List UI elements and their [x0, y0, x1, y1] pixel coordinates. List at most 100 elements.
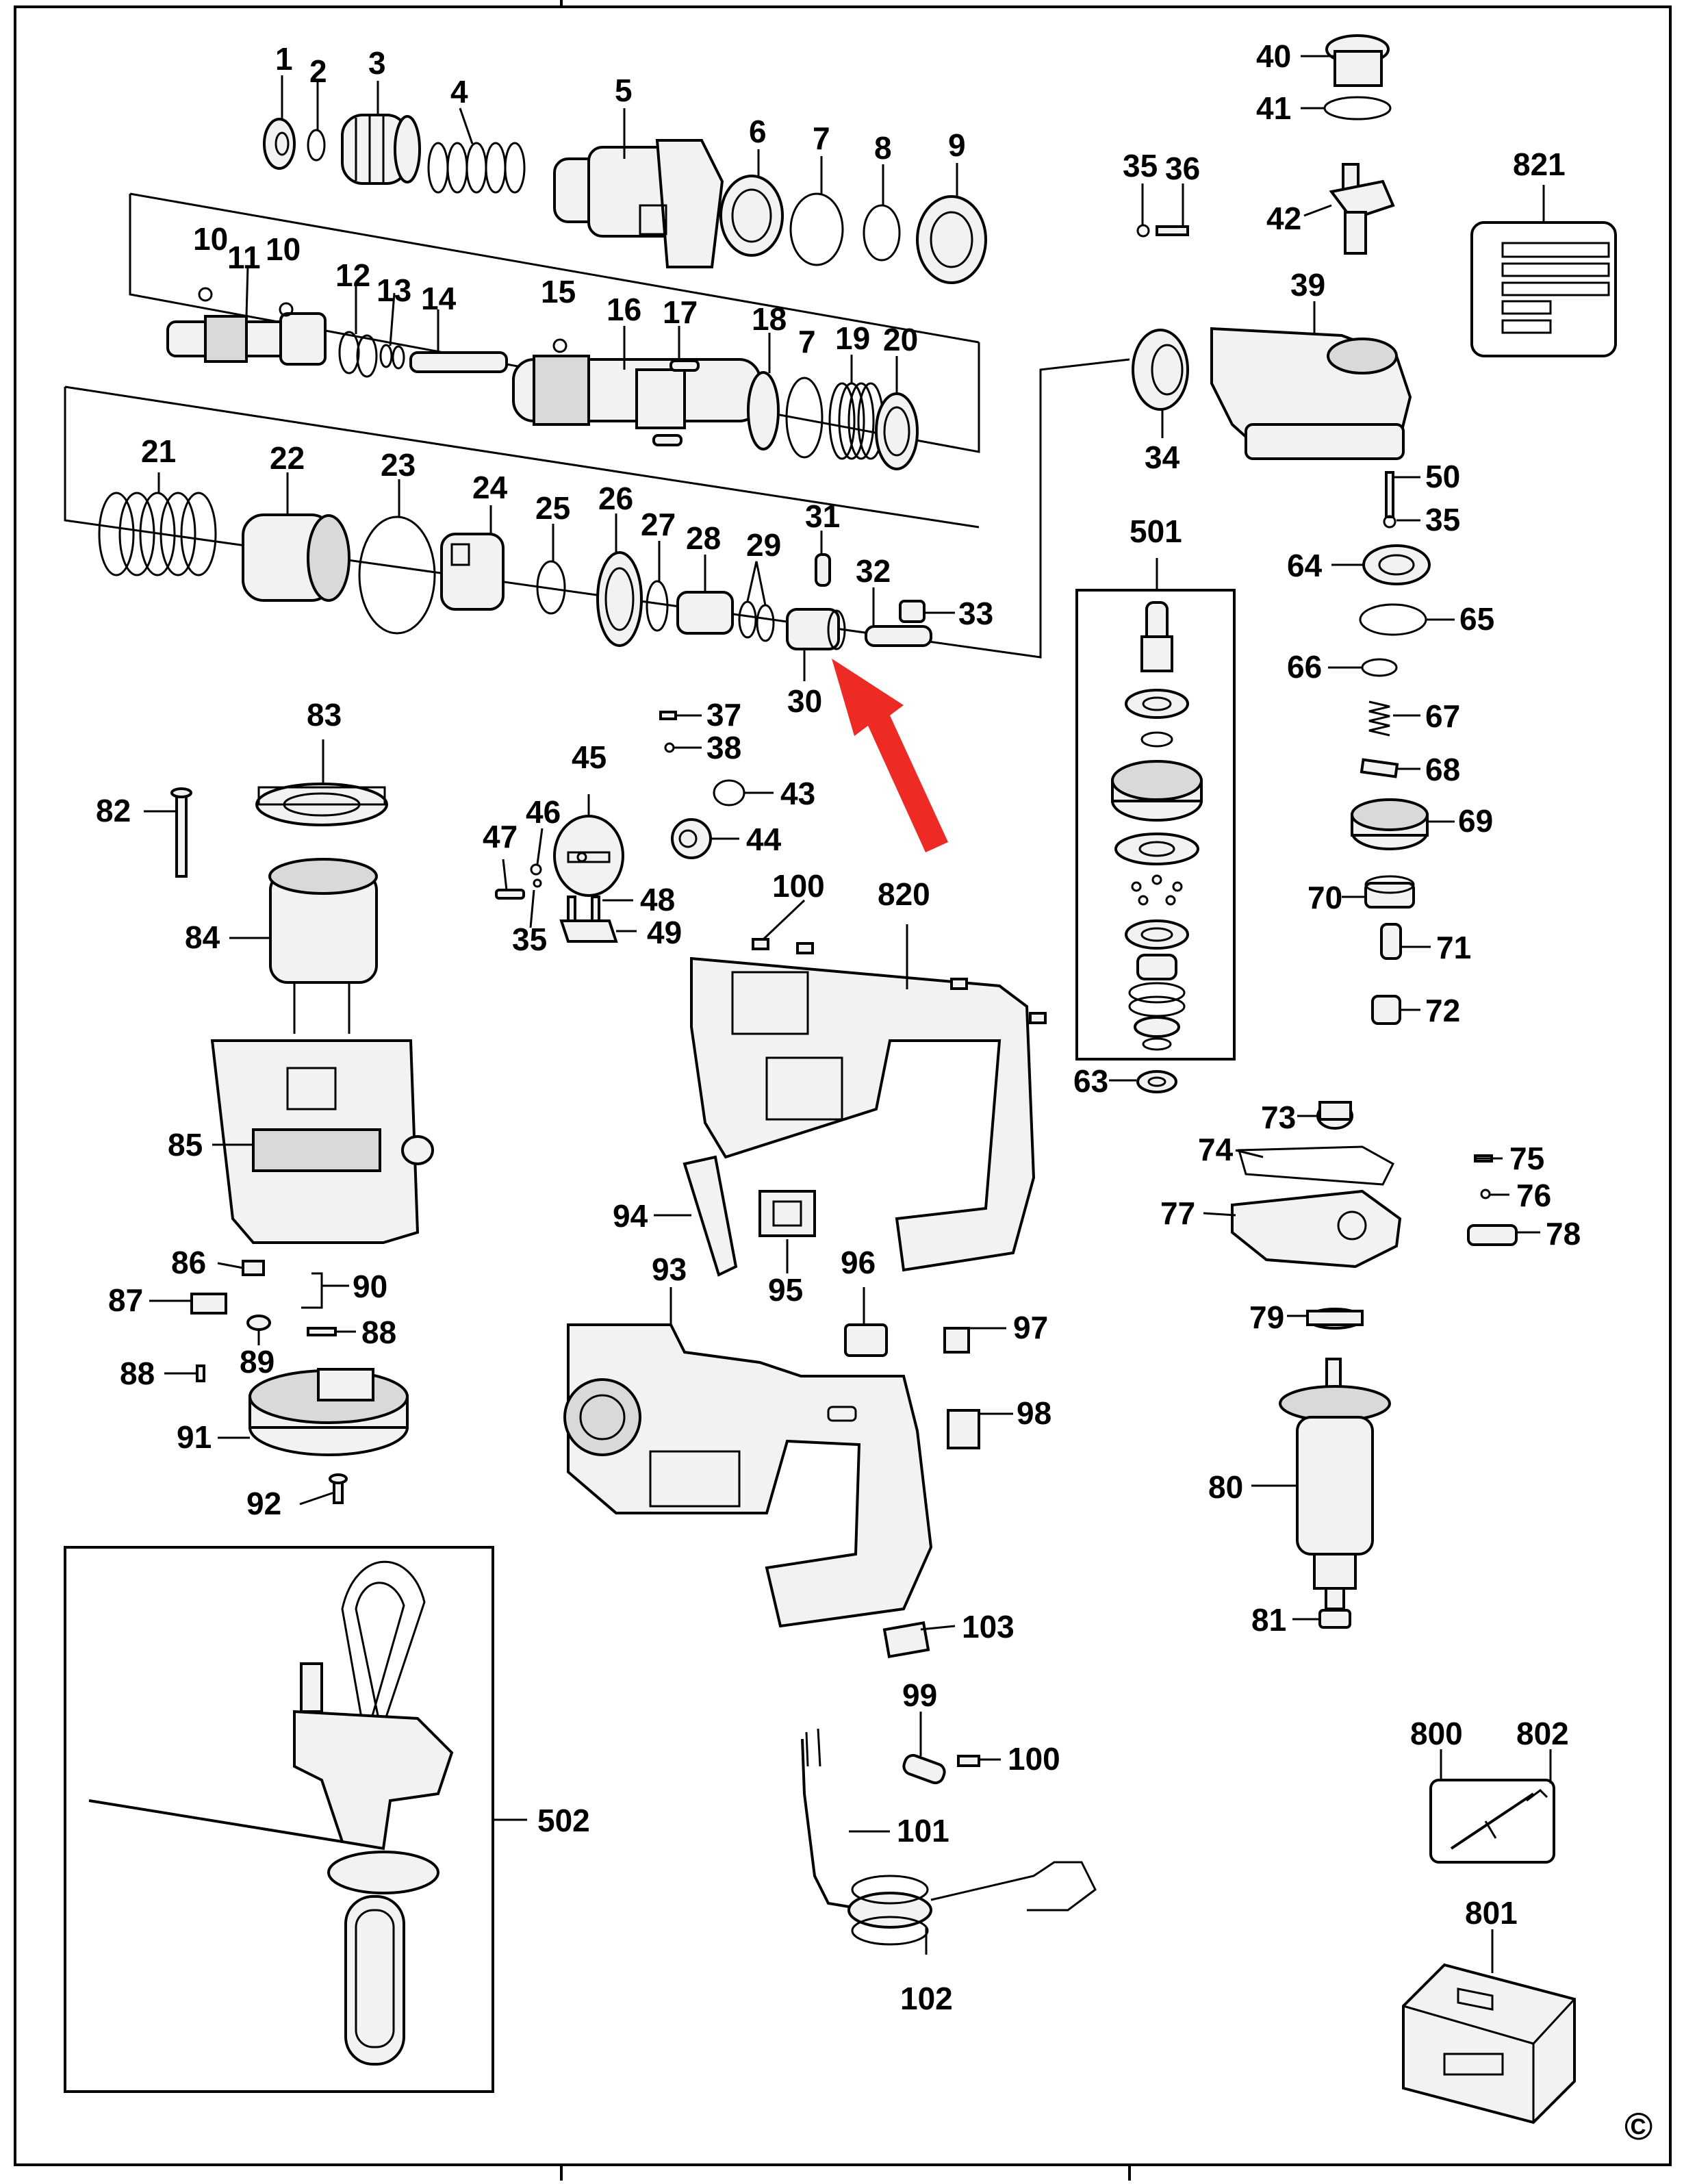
label-part-14: 14: [421, 281, 457, 316]
part-28-drawing: [676, 591, 734, 635]
part-7b-drawing: [785, 377, 824, 459]
part-14-drawing: [409, 351, 508, 373]
label-part-69: 69: [1458, 803, 1493, 839]
label-part-94: 94: [613, 1198, 648, 1234]
part-81-drawing: [1318, 1609, 1351, 1629]
part-92-drawing: [329, 1473, 348, 1504]
label-part-26: 26: [598, 481, 633, 516]
part-22-drawing: [242, 513, 350, 602]
label-part-39: 39: [1290, 267, 1325, 303]
label-part-87: 87: [108, 1282, 143, 1318]
label-part-24: 24: [472, 470, 508, 505]
label-part-22: 22: [270, 440, 305, 476]
part-23-drawing: [358, 516, 436, 635]
label-part-36: 36: [1165, 151, 1200, 186]
label-part-34: 34: [1145, 440, 1180, 475]
label-part-84: 84: [185, 919, 220, 955]
label-part-19: 19: [835, 320, 870, 356]
part-78-drawing: [1467, 1224, 1518, 1246]
part-89-drawing: [246, 1315, 271, 1331]
part-88b-drawing: [196, 1364, 205, 1382]
label-part-37: 37: [706, 697, 741, 733]
label-part-35b: 35: [1425, 502, 1460, 537]
part-45-drawing: [553, 815, 624, 897]
label-part-65: 65: [1459, 601, 1494, 637]
part-49-drawing: [559, 919, 618, 943]
label-part-64: 64: [1287, 548, 1323, 583]
part-34-drawing: [1132, 329, 1189, 411]
part-84-drawing: [268, 858, 378, 1034]
label-part-50: 50: [1425, 459, 1460, 494]
part-5-drawing: [553, 139, 724, 268]
label-part-103: 103: [962, 1609, 1015, 1645]
label-part-85: 85: [168, 1127, 203, 1163]
label-part-80: 80: [1208, 1469, 1243, 1505]
label-part-2: 2: [309, 53, 327, 89]
label-part-88b: 88: [120, 1356, 155, 1391]
part-64-drawing: [1362, 544, 1431, 585]
label-part-48: 48: [640, 882, 675, 917]
label-part-30: 30: [787, 683, 822, 719]
part-502-drawing: [64, 1546, 494, 2093]
label-part-96: 96: [841, 1245, 876, 1280]
part-44-drawing: [671, 818, 712, 859]
label-part-63: 63: [1073, 1063, 1108, 1099]
label-part-800: 800: [1410, 1716, 1463, 1751]
part-35-36-drawing: [1136, 224, 1189, 238]
part-95-drawing: [758, 1190, 816, 1237]
part-7-drawing: [789, 192, 844, 266]
label-part-16: 16: [607, 292, 641, 327]
part-43-drawing: [713, 779, 745, 807]
label-part-5: 5: [615, 73, 633, 108]
label-part-29: 29: [746, 527, 781, 563]
part-71-drawing: [1380, 923, 1402, 960]
label-part-42: 42: [1266, 201, 1301, 236]
part-13-drawing: [379, 344, 405, 370]
part-15-16-drawing: [512, 338, 761, 446]
part-37-drawing: [659, 711, 677, 720]
label-part-90: 90: [353, 1269, 387, 1304]
label-part-10: 10: [193, 221, 228, 257]
label-part-66: 66: [1287, 649, 1322, 685]
label-part-501: 501: [1130, 513, 1182, 549]
part-42-drawing: [1329, 163, 1395, 255]
part-86-drawing: [242, 1260, 265, 1276]
label-part-102: 102: [900, 1981, 953, 2016]
label-part-801: 801: [1465, 1895, 1518, 1931]
part-801-drawing: [1402, 1963, 1576, 2124]
part-67-drawing: [1368, 700, 1390, 737]
part-20-drawing: [875, 392, 919, 470]
part-93-drawing: [563, 1323, 933, 1628]
label-part-98: 98: [1017, 1395, 1051, 1431]
part-21-drawing: [98, 492, 217, 576]
label-part-1: 1: [275, 41, 293, 77]
label-part-4: 4: [450, 74, 468, 110]
part-70-drawing: [1364, 875, 1415, 909]
label-part-47: 47: [483, 819, 518, 854]
label-part-18: 18: [752, 301, 787, 337]
part-82-drawing: [170, 787, 192, 878]
part-94-drawing: [682, 1155, 738, 1277]
part-99-drawing: [902, 1753, 946, 1785]
label-part-82: 82: [96, 793, 131, 828]
label-part-821: 821: [1513, 147, 1566, 182]
part-35b-drawing: [1383, 515, 1396, 529]
part-821-drawing: [1470, 221, 1617, 357]
part-30-drawing: [786, 608, 846, 650]
label-part-75: 75: [1509, 1141, 1544, 1176]
label-part-44: 44: [746, 822, 782, 857]
part-2-drawing: [307, 129, 326, 162]
label-part-15: 15: [541, 274, 576, 309]
label-part-23: 23: [381, 447, 416, 483]
part-8-drawing: [863, 204, 901, 262]
label-part-45: 45: [572, 739, 607, 775]
part-4-drawing: [427, 142, 526, 194]
part-97-drawing: [943, 1327, 970, 1354]
label-part-7: 7: [813, 120, 830, 156]
part-1-drawing: [263, 118, 296, 170]
label-part-93: 93: [652, 1252, 687, 1287]
label-part-25: 25: [535, 490, 570, 526]
part-26-drawing: [596, 551, 643, 647]
label-part-100: 100: [772, 868, 825, 904]
